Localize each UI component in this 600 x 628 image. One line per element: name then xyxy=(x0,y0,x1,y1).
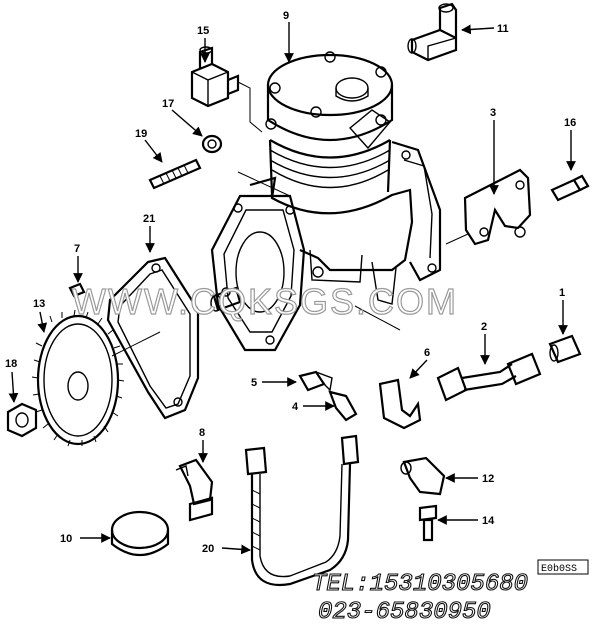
callout-3: 3 xyxy=(490,107,496,119)
callout-13: 13 xyxy=(33,298,45,310)
leader-lines xyxy=(8,22,576,555)
gear-13 xyxy=(31,309,125,447)
connector-14 xyxy=(418,504,438,542)
callout-21: 21 xyxy=(143,213,155,225)
callout-16: 16 xyxy=(564,117,576,129)
callout-10: 10 xyxy=(60,533,72,545)
callout-11: 11 xyxy=(497,23,509,35)
callout-19: 19 xyxy=(135,128,147,140)
tee-fitting-15 xyxy=(190,46,240,108)
callout-15: 15 xyxy=(197,25,209,37)
callout-14: 14 xyxy=(482,515,495,527)
watermark-site: WWW.CQKSGS.COM xyxy=(72,281,458,322)
callout-2: 2 xyxy=(481,321,487,333)
callout-4: 4 xyxy=(292,401,299,413)
nut-18 xyxy=(6,402,38,438)
callout-7: 7 xyxy=(74,243,80,255)
watermark-phone: TEL:15310305680 xyxy=(312,571,528,598)
fitting-5 xyxy=(298,370,333,392)
callout-17: 17 xyxy=(162,98,174,110)
hose-20 xyxy=(244,434,360,587)
elbow-fitting-6 xyxy=(378,378,422,430)
elbow-fitting-4 xyxy=(328,390,358,422)
fitting-12 xyxy=(400,456,446,496)
callout-1: 1 xyxy=(559,287,565,299)
tube-2 xyxy=(436,352,542,402)
nut-7 xyxy=(68,282,86,298)
figure-code: E0b0SS xyxy=(537,559,589,575)
watermark-landline: 023-65830950 xyxy=(318,599,491,626)
figure-code-text: E0b0SS xyxy=(541,563,577,575)
callout-18: 18 xyxy=(5,358,17,370)
callout-labels: 9 11 15 17 19 3 16 21 7 13 18 1 2 6 5 4 … xyxy=(5,10,576,555)
elbow-fitting-8 xyxy=(175,458,214,522)
bolt-16 xyxy=(550,174,590,202)
elbow-fitting-11 xyxy=(407,2,458,62)
callout-6: 6 xyxy=(424,347,430,359)
connector-1 xyxy=(548,334,582,364)
compressor-assembly xyxy=(210,51,442,352)
callout-8: 8 xyxy=(199,427,205,439)
gasket-21 xyxy=(106,256,200,420)
washer-17 xyxy=(201,134,223,154)
callout-9: 9 xyxy=(283,10,289,22)
bracket-3 xyxy=(463,168,532,246)
stud-19 xyxy=(148,158,202,190)
callout-5: 5 xyxy=(251,377,257,389)
cap-10 xyxy=(110,510,170,556)
callout-12: 12 xyxy=(482,473,494,485)
callout-20: 20 xyxy=(202,543,214,555)
